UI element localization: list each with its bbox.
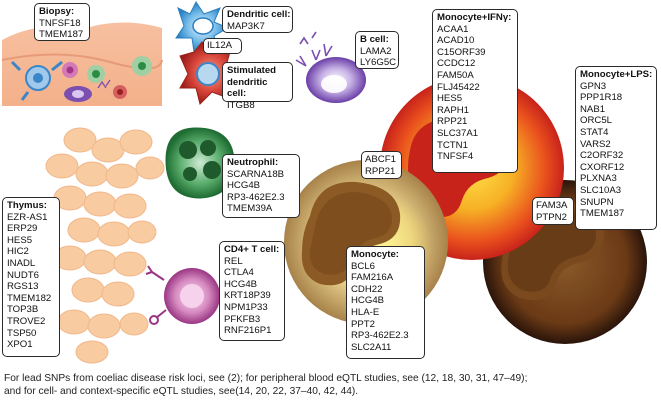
thymus-title: Thymus: (7, 200, 47, 211)
caption-line: For lead SNPs from coeliac disease risk … (4, 373, 528, 384)
gene-label: LAMA2 (360, 45, 392, 57)
gene-label: ITGB8 (227, 99, 255, 111)
gene-label: FLJ45422 (437, 81, 480, 93)
gene-label: TROVE2 (7, 315, 46, 327)
b-cell-illustration (295, 31, 366, 103)
cd4-t-cell-box: CD4+ T cell: REL CTLA4 HCG4B KRT18P39 NP… (219, 241, 285, 341)
gene-label: REL (224, 255, 243, 267)
gene-label: BCL6 (351, 260, 375, 272)
thymus-box: Thymus: EZR-AS1 ERP29 HES5 HIC2 INADL NU… (2, 197, 60, 357)
neutrophil-box: Neutrophil: SCARNA18B HCG4B RP3-462E2.3 … (222, 154, 300, 218)
cd4-t-cell-illustration (145, 265, 220, 325)
gene-label: ACAD10 (437, 35, 475, 47)
gene-label: RAPH1 (437, 104, 469, 116)
gene-label: NPM1P33 (224, 301, 268, 313)
figure-caption: For lead SNPs from coeliac disease risk … (4, 372, 659, 398)
gene-label: TNFSF18 (39, 17, 81, 29)
gene-label: TNFSF4 (437, 151, 474, 163)
fam3a-box: FAM3A PTPN2 (532, 197, 574, 225)
gene-label: FAM50A (437, 69, 474, 81)
gene-label: STAT4 (580, 126, 609, 138)
gene-label: VARS2 (580, 138, 611, 150)
neutrophil-illustration (165, 127, 235, 199)
gene-label: PFKFB3 (224, 313, 261, 325)
gene-label: NAB1 (580, 103, 606, 115)
biopsy-title: Biopsy: (39, 6, 75, 17)
b-cell-box: B cell: LAMA2 LY6G5C (355, 31, 399, 69)
abcf1-box: ABCF1 RPP21 (361, 151, 402, 179)
biopsy-tissue-illustration (1, 22, 163, 106)
gene-label: SLC10A3 (580, 184, 622, 196)
gene-label: HES5 (7, 234, 33, 246)
dendritic-cell-box: Dendritic cell: MAP3K7 (222, 6, 293, 33)
monocyte-box: Monocyte: BCL6 FAM216A CDH22 HCG4B HLA-E… (346, 246, 425, 359)
gene-label: PLXNA3 (580, 173, 617, 185)
monocyte-ifng-box: Monocyte+IFNγ: ACAA1 ACAD10 C15ORF39 CCD… (432, 9, 518, 173)
gene-label: HLA-E (351, 306, 380, 318)
gene-label: TMEM182 (7, 292, 52, 304)
gene-label: PPT2 (351, 318, 375, 330)
gene-label: TSP50 (7, 327, 37, 339)
caption-line: and for cell- and context-specific eQTL … (4, 386, 359, 397)
b-cell-title: B cell: (360, 34, 389, 45)
dendritic-cell-title: Dendritic cell: (227, 9, 291, 20)
stimulated-dendritic-cell-title: Stimulated dendritic cell: (227, 65, 277, 100)
gene-label: MAP3K7 (227, 20, 265, 32)
biopsy-box: Biopsy: TNFSF18 TMEM187 (34, 3, 90, 41)
gene-label: SNUPN (580, 196, 614, 208)
cd4-t-cell-title: CD4+ T cell: (224, 244, 280, 255)
gene-label: NUDT6 (7, 269, 39, 281)
gene-label: FAM216A (351, 272, 394, 284)
gene-label: CTLA4 (224, 267, 254, 279)
gene-label: TMEM39A (227, 203, 273, 215)
gene-label: SCARNA18B (227, 168, 285, 180)
gene-label: RGS13 (7, 281, 39, 293)
gene-label: HCG4B (224, 278, 258, 290)
gene-label: TOP3B (7, 304, 39, 316)
il12a-box: IL12A (203, 38, 242, 54)
gene-label: HES5 (437, 93, 463, 105)
gene-label: SLC2A11 (351, 341, 392, 353)
neutrophil-title: Neutrophil: (227, 157, 279, 168)
gene-label: XPO1 (7, 339, 33, 351)
gene-label: C2ORF32 (580, 150, 624, 162)
gene-label: PTPN2 (536, 211, 567, 223)
gene-label: HCG4B (351, 295, 385, 307)
gene-label: TCTN1 (437, 139, 468, 151)
gene-label: ACAA1 (437, 23, 469, 35)
gene-label: KRT18P39 (224, 290, 271, 302)
gene-label: LY6G5C (360, 57, 397, 69)
monocyte-lps-box: Monocyte+LPS: GPN3 PPP1R18 NAB1 ORC5L ST… (575, 66, 657, 230)
gene-label: ABCF1 (365, 154, 396, 165)
gene-label: GPN3 (580, 80, 607, 92)
gene-label: INADL (7, 257, 36, 269)
gene-label: HCG4B (227, 180, 261, 192)
gene-label: C15ORF39 (437, 46, 486, 58)
gene-label: PPP1R18 (580, 92, 623, 104)
gene-label: RP3-462E2.3 (351, 330, 409, 342)
gene-label: TMEM187 (580, 208, 625, 220)
monocyte-ifng-title: Monocyte+IFNγ: (437, 12, 512, 23)
gene-label: CDH22 (351, 283, 383, 295)
gene-label: RNF216P1 (224, 325, 272, 337)
gene-label: TMEM187 (39, 29, 84, 41)
gene-label: ERP29 (7, 223, 38, 235)
gene-label: FAM3A (536, 200, 568, 211)
monocyte-lps-title: Monocyte+LPS: (580, 69, 653, 80)
gene-label: ORC5L (580, 115, 612, 127)
gene-label: CCDC12 (437, 58, 476, 70)
monocyte-title: Monocyte: (351, 249, 399, 260)
gene-label: RPP21 (437, 116, 468, 128)
gene-label: RP3-462E2.3 (227, 191, 285, 203)
gene-label: SLC37A1 (437, 127, 479, 139)
gene-label: HIC2 (7, 246, 29, 258)
gene-label: CXORF12 (580, 161, 625, 173)
thymus-tissue-illustration (45, 127, 165, 364)
gene-label: RPP21 (365, 165, 396, 177)
gene-label: IL12A (207, 40, 233, 51)
stimulated-dendritic-cell-box: Stimulated dendritic cell: ITGB8 (222, 62, 293, 111)
gene-label: EZR-AS1 (7, 211, 48, 223)
